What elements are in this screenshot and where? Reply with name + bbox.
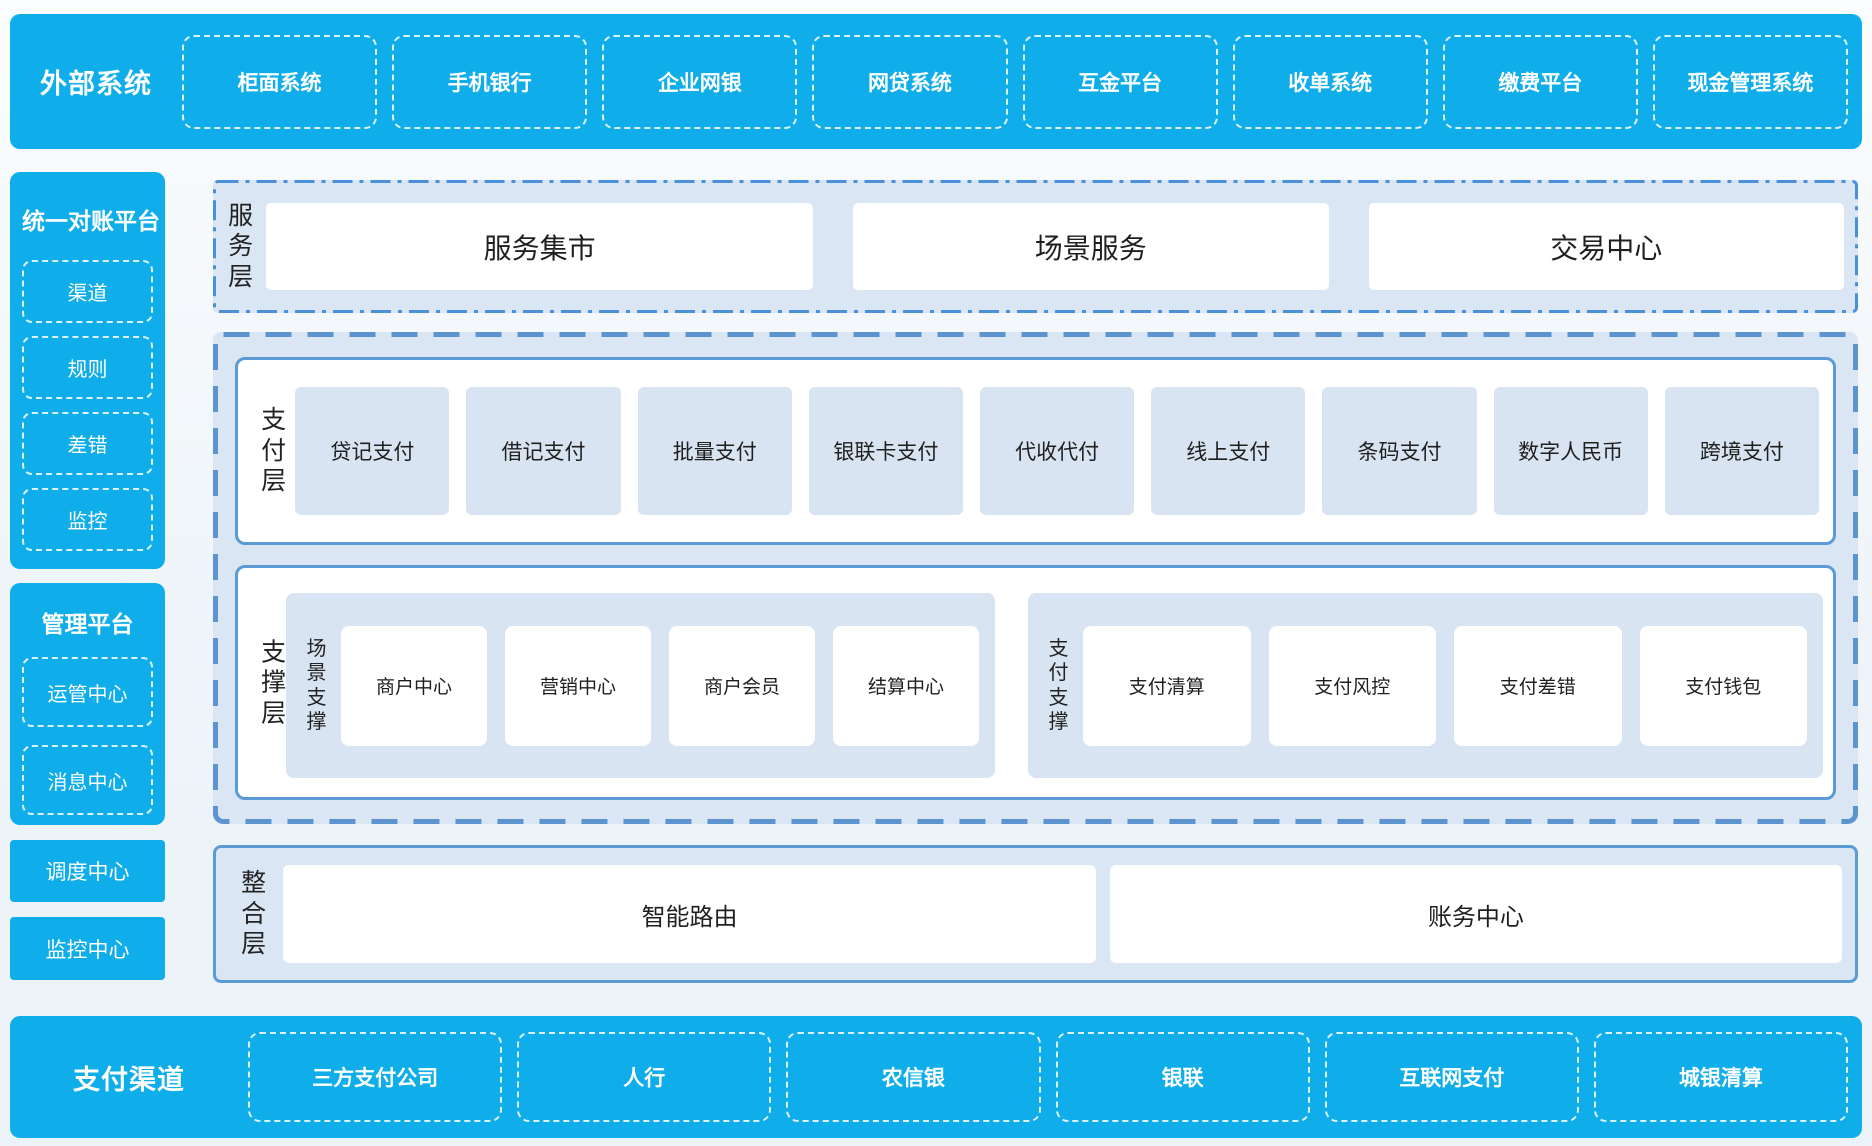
node-cross-border-payment[interactable]: 跨境支付: [1665, 387, 1819, 515]
node-barcode-payment[interactable]: 条码支付: [1322, 387, 1476, 515]
node-acquiring-system[interactable]: 收单系统: [1233, 35, 1428, 129]
payment-channels-bar: 支付渠道 三方支付公司 人行 农信银 银联 互联网支付 城银清算: [10, 1016, 1862, 1138]
management-platform-panel: 管理平台 运管中心 消息中心: [10, 583, 165, 825]
node-pboc[interactable]: 人行: [517, 1032, 771, 1122]
management-platform-title: 管理平台: [22, 583, 153, 639]
node-cash-management-system[interactable]: 现金管理系统: [1653, 35, 1848, 129]
support-layer-label: 支撑层: [258, 637, 289, 729]
support-layer-section: 支撑层 场景支撑 商户中心 营销中心 商户会员 结算中心 支付支撑 支付清算 支…: [235, 565, 1836, 800]
scenario-support-items: 商户中心 营销中心 商户会员 结算中心: [341, 626, 979, 746]
node-merchant-member[interactable]: 商户会员: [669, 626, 815, 746]
node-rules[interactable]: 规则: [22, 336, 153, 399]
service-layer-label: 服务层: [225, 201, 256, 293]
service-layer-items: 服务集市 场景服务 交易中心: [266, 203, 1844, 290]
node-monitoring-center[interactable]: 监控中心: [10, 917, 165, 980]
node-internet-payment[interactable]: 互联网支付: [1325, 1032, 1579, 1122]
node-payment-clearing[interactable]: 支付清算: [1083, 626, 1251, 746]
node-unionpay-card-payment[interactable]: 银联卡支付: [809, 387, 963, 515]
node-fee-payment-platform[interactable]: 缴费平台: [1443, 35, 1638, 129]
node-third-party-payment[interactable]: 三方支付公司: [248, 1032, 502, 1122]
integration-layer-section: 整合层 智能路由 账务中心: [213, 845, 1858, 983]
node-counter-system[interactable]: 柜面系统: [182, 35, 377, 129]
payment-layer-items: 贷记支付 借记支付 批量支付 银联卡支付 代收代付 线上支付 条码支付 数字人民…: [295, 387, 1819, 515]
node-payment-risk-control[interactable]: 支付风控: [1269, 626, 1437, 746]
payment-channels-items: 三方支付公司 人行 农信银 银联 互联网支付 城银清算: [248, 1032, 1862, 1122]
external-systems-label: 外部系统: [10, 62, 182, 101]
payment-support-items: 支付清算 支付风控 支付差错 支付钱包: [1083, 626, 1807, 746]
node-payment-wallet[interactable]: 支付钱包: [1640, 626, 1808, 746]
node-marketing-center[interactable]: 营销中心: [505, 626, 651, 746]
node-monitoring[interactable]: 监控: [22, 488, 153, 551]
node-unionpay[interactable]: 银联: [1056, 1032, 1310, 1122]
payment-support-group: 支付支撑 支付清算 支付风控 支付差错 支付钱包: [1028, 593, 1823, 778]
payment-support-label: 支付支撑: [1046, 637, 1071, 735]
node-accounting-center[interactable]: 账务中心: [1110, 865, 1842, 963]
reconciliation-platform-title: 统一对账平台: [22, 172, 153, 236]
node-credit-payment[interactable]: 贷记支付: [295, 387, 449, 515]
node-channel[interactable]: 渠道: [22, 260, 153, 323]
payment-channels-label: 支付渠道: [10, 1058, 248, 1097]
scenario-support-label: 场景支撑: [304, 637, 329, 735]
node-scheduling-center[interactable]: 调度中心: [10, 840, 165, 902]
node-collection-agency-payment[interactable]: 代收代付: [980, 387, 1134, 515]
node-message-center[interactable]: 消息中心: [22, 745, 153, 815]
node-operation-center[interactable]: 运管中心: [22, 657, 153, 727]
integration-layer-label: 整合层: [238, 868, 269, 960]
node-batch-payment[interactable]: 批量支付: [638, 387, 792, 515]
node-payment-error[interactable]: 支付差错: [1454, 626, 1622, 746]
node-debit-payment[interactable]: 借记支付: [466, 387, 620, 515]
node-intelligent-routing[interactable]: 智能路由: [283, 865, 1096, 963]
node-corporate-ebanking[interactable]: 企业网银: [602, 35, 797, 129]
node-online-loan-system[interactable]: 网贷系统: [812, 35, 1007, 129]
scenario-support-group: 场景支撑 商户中心 营销中心 商户会员 结算中心: [286, 593, 995, 778]
node-rural-credit-bank[interactable]: 农信银: [786, 1032, 1040, 1122]
node-mobile-banking[interactable]: 手机银行: [392, 35, 587, 129]
node-internet-finance-platform[interactable]: 互金平台: [1023, 35, 1218, 129]
management-items: 运管中心 消息中心: [22, 657, 153, 815]
node-merchant-center[interactable]: 商户中心: [341, 626, 487, 746]
integration-layer-items: 智能路由 账务中心: [283, 865, 1842, 963]
payment-layer-label: 支付层: [258, 405, 289, 497]
external-systems-bar: 外部系统 柜面系统 手机银行 企业网银 网贷系统 互金平台 收单系统 缴费平台 …: [10, 14, 1862, 149]
node-error[interactable]: 差错: [22, 412, 153, 475]
node-online-payment[interactable]: 线上支付: [1151, 387, 1305, 515]
payment-layer-section: 支付层 贷记支付 借记支付 批量支付 银联卡支付 代收代付 线上支付 条码支付 …: [235, 357, 1836, 545]
node-city-bank-clearing[interactable]: 城银清算: [1594, 1032, 1848, 1122]
service-layer-section: 服务层 服务集市 场景服务 交易中心: [213, 180, 1858, 313]
external-systems-items: 柜面系统 手机银行 企业网银 网贷系统 互金平台 收单系统 缴费平台 现金管理系…: [182, 35, 1862, 129]
node-digital-rmb[interactable]: 数字人民币: [1494, 387, 1648, 515]
node-service-market[interactable]: 服务集市: [266, 203, 813, 290]
reconciliation-platform-panel: 统一对账平台 渠道 规则 差错 监控: [10, 172, 165, 569]
reconciliation-items: 渠道 规则 差错 监控: [22, 260, 153, 551]
node-transaction-center[interactable]: 交易中心: [1369, 203, 1844, 290]
node-settlement-center[interactable]: 结算中心: [833, 626, 979, 746]
core-layers-container: 支付层 贷记支付 借记支付 批量支付 银联卡支付 代收代付 线上支付 条码支付 …: [213, 332, 1858, 824]
node-scenario-service[interactable]: 场景服务: [853, 203, 1328, 290]
